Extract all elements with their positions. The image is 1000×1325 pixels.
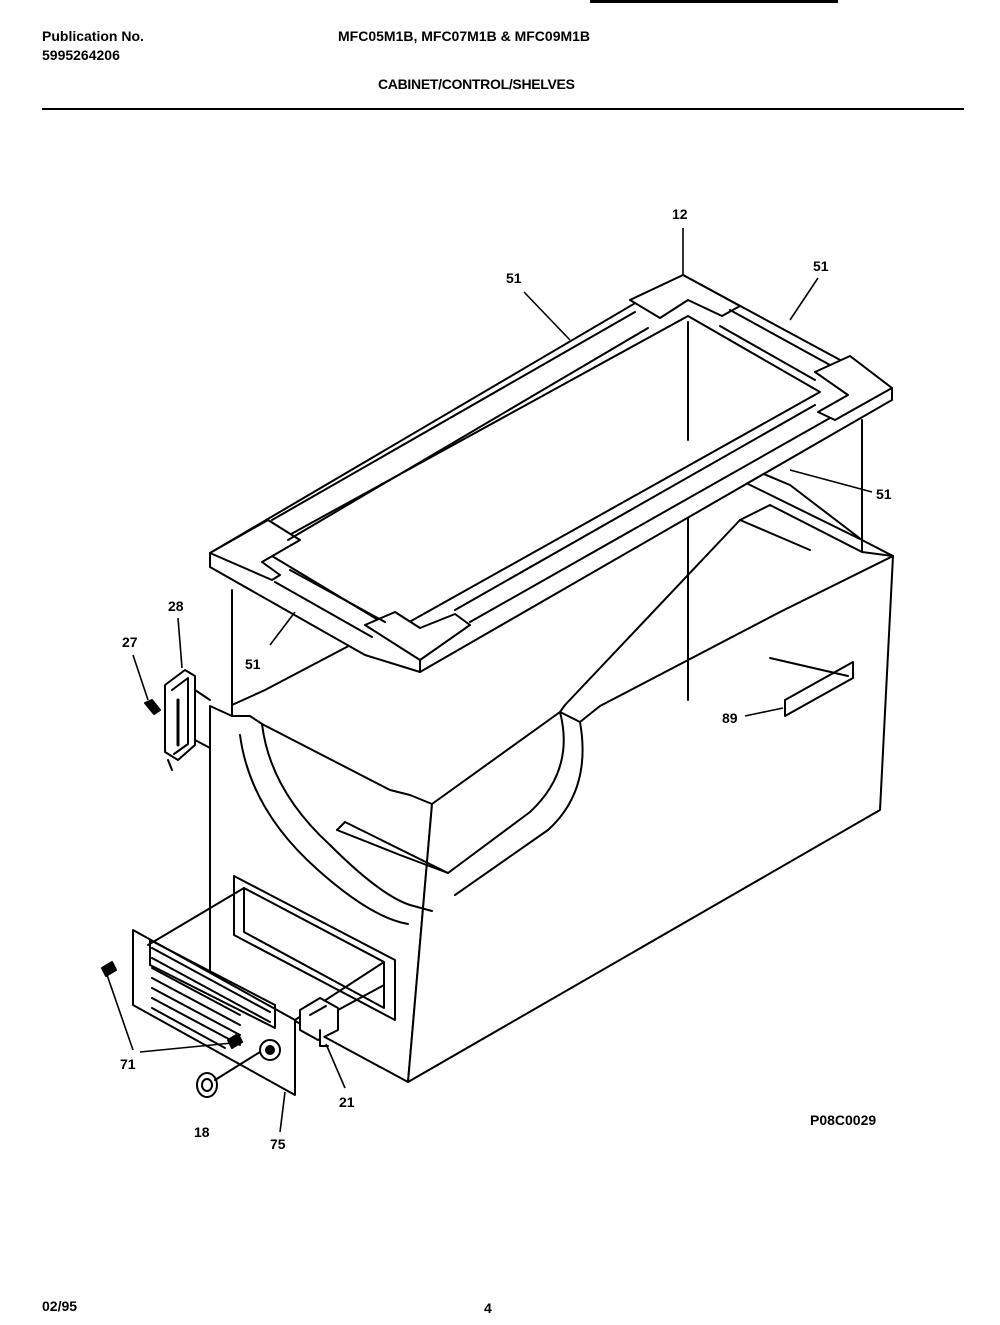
publication-number: 5995264206	[42, 47, 120, 63]
figure-id: P08C0029	[810, 1112, 877, 1128]
top-edge-artifact	[590, 0, 838, 3]
hinge-bracket	[164, 669, 211, 771]
header-rule	[42, 108, 964, 110]
callout-21: 21	[339, 1094, 355, 1110]
callout-51-top: 51	[506, 270, 522, 286]
callout-51-right: 51	[876, 486, 892, 502]
callout-75: 75	[270, 1136, 286, 1152]
serial-plate	[784, 661, 854, 717]
callout-18: 18	[194, 1124, 210, 1140]
callout-51-left: 51	[245, 656, 261, 672]
callout-27: 27	[122, 634, 138, 650]
grille-explode-line-1	[147, 887, 245, 946]
publication-label: Publication No.	[42, 28, 144, 44]
section-title: CABINET/CONTROL/SHELVES	[378, 76, 575, 92]
callout-28: 28	[168, 598, 184, 614]
callout-51-right-top: 51	[813, 258, 829, 274]
plug-button	[196, 1051, 261, 1098]
page-number: 4	[484, 1300, 492, 1316]
callout-89: 89	[722, 710, 738, 726]
hinge-screw	[144, 699, 161, 715]
footer-date: 02/95	[42, 1298, 78, 1314]
model-numbers: MFC05M1B, MFC07M1B & MFC09M1B	[338, 28, 591, 44]
breaker-strip-frame	[209, 274, 893, 673]
callout-leaders	[105, 228, 873, 1133]
callout-71: 71	[120, 1056, 136, 1072]
callout-12: 12	[672, 206, 688, 222]
temperature-control	[299, 984, 385, 1047]
plate-explode-line	[769, 657, 849, 677]
